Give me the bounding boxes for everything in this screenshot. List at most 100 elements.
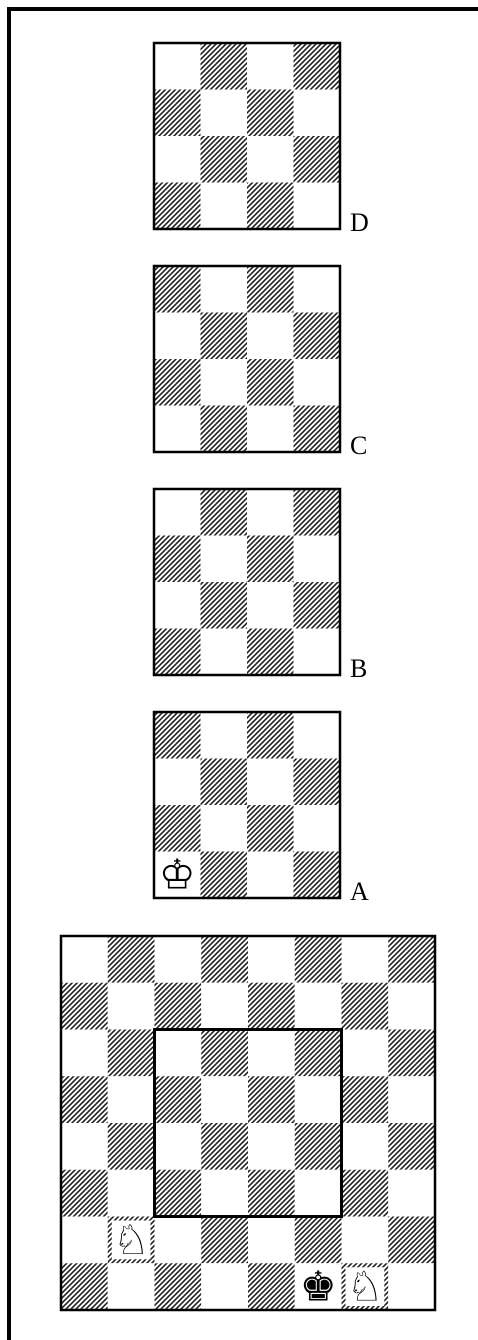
light-square	[247, 489, 294, 536]
dark-square	[154, 266, 201, 313]
light-square	[342, 1217, 389, 1264]
white-knight-icon: ♘	[346, 1263, 383, 1311]
dark-square	[201, 313, 248, 360]
dark-square	[201, 1123, 248, 1170]
light-square	[294, 266, 341, 313]
light-square	[201, 983, 248, 1030]
light-square	[108, 1170, 155, 1217]
light-square	[155, 1217, 202, 1264]
dark-square	[108, 1030, 155, 1077]
light-square	[155, 1123, 202, 1170]
dark-square	[294, 852, 341, 899]
board-D: D	[154, 43, 369, 237]
dark-square	[247, 90, 294, 137]
light-square	[201, 266, 248, 313]
light-square	[201, 1076, 248, 1123]
board-label-A: A	[350, 877, 369, 906]
dark-square	[155, 1263, 202, 1310]
white-king-icon: ♔	[159, 851, 196, 899]
dark-square	[201, 759, 248, 806]
dark-square	[248, 1076, 295, 1123]
dark-square	[61, 1263, 108, 1310]
light-square	[342, 936, 389, 983]
light-square	[247, 852, 294, 899]
main-board-grid: ♘♚♘	[61, 936, 435, 1311]
dark-square	[247, 629, 294, 676]
light-square	[61, 1123, 108, 1170]
light-square	[294, 183, 341, 230]
light-square	[201, 805, 248, 852]
light-square	[108, 983, 155, 1030]
dark-square	[295, 1030, 342, 1077]
light-square	[201, 536, 248, 583]
dark-square	[154, 359, 201, 406]
light-square	[248, 1217, 295, 1264]
dark-square	[294, 406, 341, 453]
dark-square	[201, 406, 248, 453]
dark-square	[388, 936, 435, 983]
dark-square	[247, 536, 294, 583]
dark-square	[201, 582, 248, 629]
light-square	[154, 759, 201, 806]
dark-square	[61, 1076, 108, 1123]
dark-square	[61, 983, 108, 1030]
light-square	[247, 582, 294, 629]
light-square	[61, 936, 108, 983]
light-square	[201, 712, 248, 759]
dark-square	[201, 852, 248, 899]
light-square	[388, 1170, 435, 1217]
board-C: C	[154, 266, 367, 460]
board-label-D: D	[350, 208, 369, 237]
light-square	[247, 313, 294, 360]
dark-square	[154, 712, 201, 759]
white-knight-icon: ♘	[113, 1216, 150, 1264]
light-square	[247, 43, 294, 90]
main-board: ♘♚♘	[61, 936, 435, 1311]
light-square	[154, 136, 201, 183]
dark-square	[155, 1170, 202, 1217]
light-square	[201, 90, 248, 137]
light-square	[247, 406, 294, 453]
light-square	[108, 1263, 155, 1310]
dark-square	[295, 1217, 342, 1264]
black-king-icon: ♚	[300, 1263, 337, 1311]
light-square	[108, 1076, 155, 1123]
light-square	[247, 759, 294, 806]
light-square	[248, 936, 295, 983]
dark-square	[294, 489, 341, 536]
light-square	[388, 1263, 435, 1310]
light-square	[201, 1170, 248, 1217]
dark-square	[201, 1030, 248, 1077]
light-square	[61, 1217, 108, 1264]
light-square	[155, 936, 202, 983]
dark-square	[61, 1170, 108, 1217]
light-square	[154, 313, 201, 360]
dark-square	[201, 1217, 248, 1264]
dark-square	[388, 1217, 435, 1264]
dark-square	[154, 90, 201, 137]
dark-square	[201, 43, 248, 90]
light-square	[155, 1030, 202, 1077]
dark-square	[247, 805, 294, 852]
light-square	[295, 1170, 342, 1217]
light-square	[154, 406, 201, 453]
dark-square	[342, 983, 389, 1030]
dark-square	[155, 983, 202, 1030]
dark-square	[154, 629, 201, 676]
dark-square	[248, 983, 295, 1030]
light-square	[295, 1076, 342, 1123]
light-square	[294, 90, 341, 137]
dark-square	[295, 1123, 342, 1170]
light-square	[294, 629, 341, 676]
light-square	[294, 359, 341, 406]
light-square	[201, 183, 248, 230]
light-square	[388, 1076, 435, 1123]
light-square	[342, 1030, 389, 1077]
light-square	[201, 629, 248, 676]
dark-square	[201, 489, 248, 536]
light-square	[61, 1030, 108, 1077]
dark-square	[247, 712, 294, 759]
dark-square	[247, 266, 294, 313]
dark-square	[295, 936, 342, 983]
board-label-B: B	[350, 654, 367, 683]
